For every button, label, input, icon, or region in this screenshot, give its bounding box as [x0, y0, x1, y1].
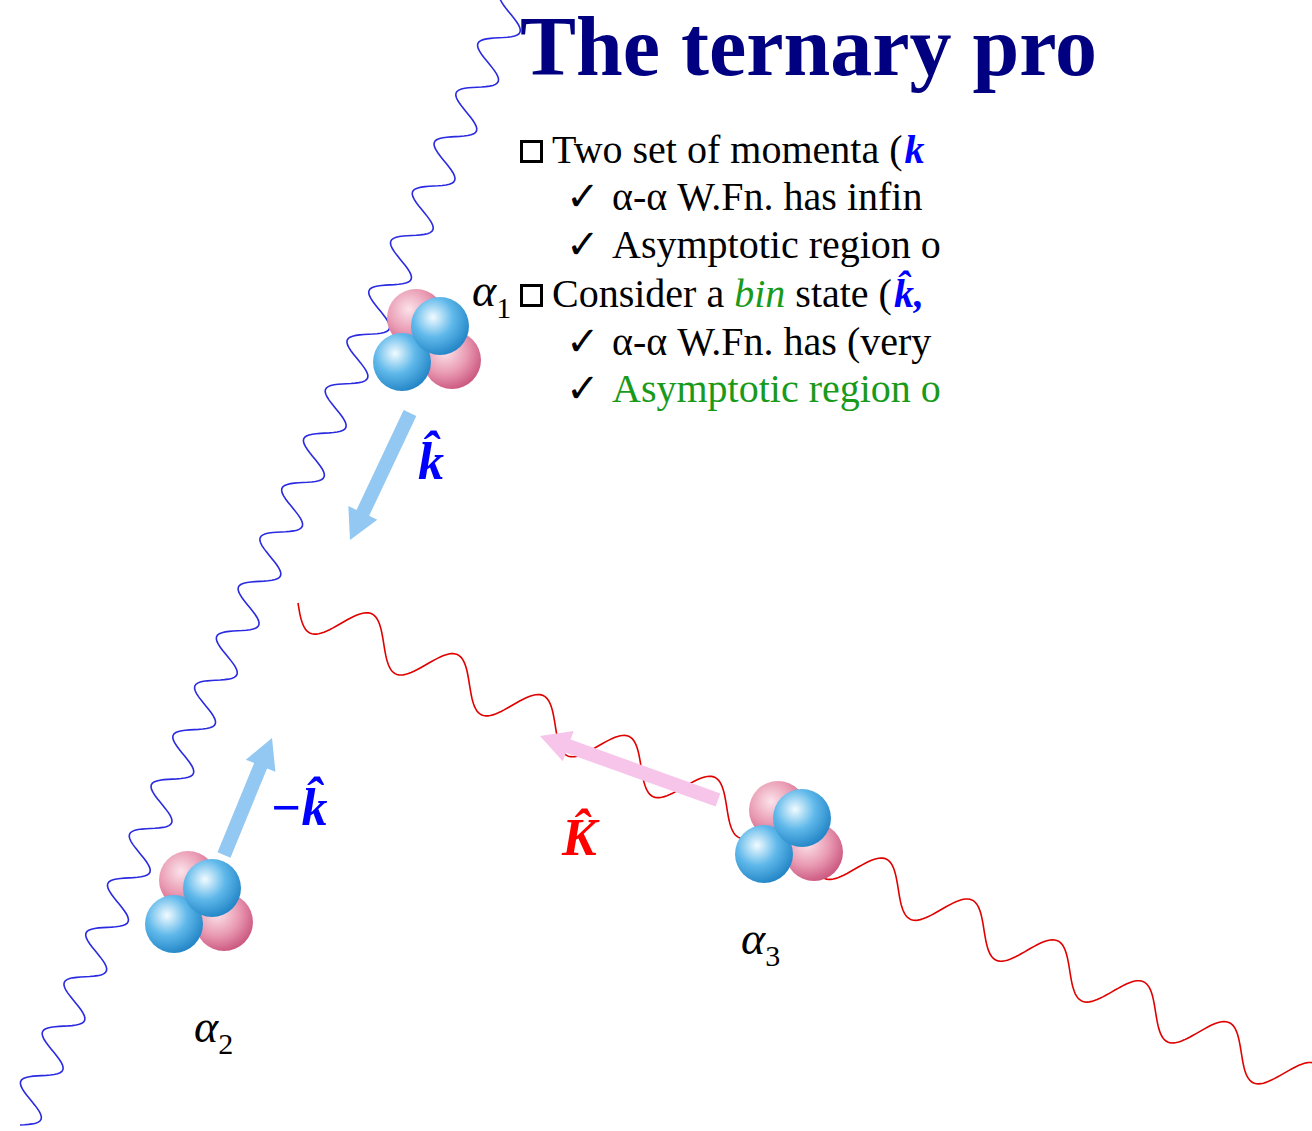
particle-label: α2 — [194, 1004, 233, 1050]
bullet-line: ✓ Asymptotic region o — [566, 225, 941, 265]
momentum-label: −k̂ — [270, 782, 328, 834]
bullet-text: Asymptotic region o — [612, 369, 941, 409]
nucleon — [773, 789, 831, 847]
bullet-text: Two set of momenta ( — [552, 130, 902, 170]
bullet-text: ✓ — [566, 322, 600, 362]
checkbox-symbol — [522, 286, 542, 306]
checkbox-symbol — [522, 142, 542, 162]
bullet-text: Asymptotic region o — [612, 225, 941, 265]
bullet-line: Consider abinstate (k̂, — [552, 274, 924, 314]
bullet-text: α-α W.Fn. has (very — [612, 322, 931, 362]
bullet-line: ✓ α-α W.Fn. has (very — [566, 322, 931, 362]
bullet-text: Consider a — [552, 274, 724, 314]
bullet-text: α-α W.Fn. has infin — [612, 177, 922, 217]
nucleon — [411, 297, 469, 355]
bullet-text: ✓ — [566, 225, 600, 265]
nucleon-cluster — [360, 262, 530, 412]
alpha-particle: α3 — [725, 770, 865, 970]
bullet-text: ✓ — [566, 177, 600, 217]
bullet-text: ✓ — [566, 369, 600, 409]
bullet-line: Two set of momenta (k — [552, 130, 924, 170]
momentum-label: K̂ — [562, 812, 597, 864]
particle-label: α1 — [472, 268, 511, 314]
wave-line — [20, 0, 520, 1125]
slide-title: The ternary pro — [520, 5, 1097, 89]
alpha-particle: α2 — [140, 840, 270, 1060]
alpha-particle: α1 — [360, 262, 530, 412]
bullet-line: ✓ Asymptotic region o — [566, 369, 941, 409]
momentum-arrow — [218, 738, 276, 858]
momentum-arrow — [540, 731, 720, 806]
bullet-text: bin — [734, 274, 785, 314]
wave-line — [298, 603, 1312, 1097]
bullet-text: state ( — [795, 274, 892, 314]
particle-label: α3 — [741, 916, 780, 962]
bullet-text: k — [904, 130, 924, 170]
bullet-text: k̂, — [894, 274, 924, 314]
bullet-line: ✓ α-α W.Fn. has infin — [566, 177, 922, 217]
momentum-arrow — [348, 410, 416, 540]
nucleon — [183, 859, 241, 917]
momentum-label: k̂ — [418, 436, 444, 488]
